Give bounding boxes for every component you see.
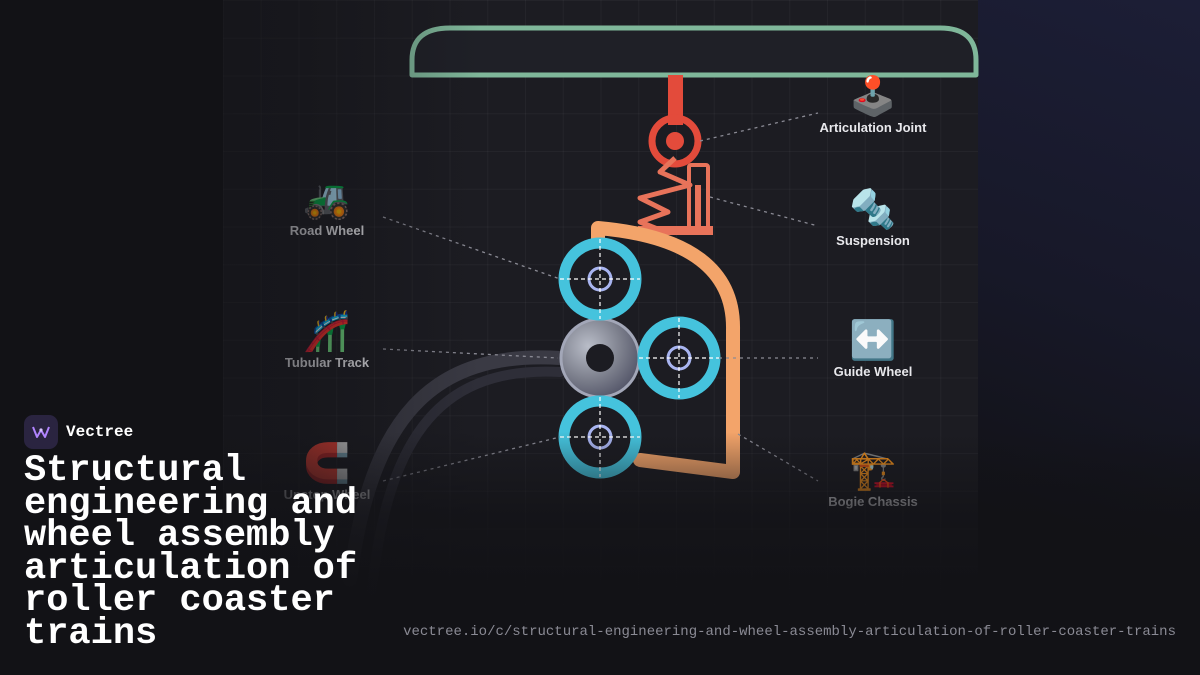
callout-label: Road Wheel — [289, 223, 365, 238]
callout-suspension: 🔩 Suspension — [793, 187, 953, 248]
page-url: vectree.io/c/structural-engineering-and-… — [403, 624, 1176, 640]
callout-road-wheel: 🚜 Road Wheel — [247, 177, 407, 238]
vectree-logo-icon — [24, 415, 58, 449]
car-body — [409, 25, 979, 78]
callout-label: Articulation Joint — [819, 120, 927, 135]
brand-name: Vectree — [66, 423, 134, 441]
guide-wheel — [637, 316, 721, 400]
callout-tubular-track: 🎢 Tubular Track — [247, 309, 407, 370]
articulation-pin — [666, 132, 684, 150]
track-tube-core — [586, 344, 614, 372]
page-title: Structural engineering and wheel assembl… — [24, 450, 358, 655]
left-right-arrow-icon: ↔️ — [849, 318, 897, 362]
callout-bogie-chassis: 🏗️ Bogie Chassis — [793, 448, 953, 509]
leader-road-wheel — [382, 216, 561, 280]
callout-label: Guide Wheel — [833, 364, 913, 379]
joystick-icon: 🕹️ — [849, 74, 897, 118]
callout-guide-wheel: ↔️ Guide Wheel — [793, 318, 953, 379]
roller-coaster-icon: 🎢 — [303, 309, 351, 353]
callout-label: Suspension — [836, 233, 910, 248]
nut-bolt-icon: 🔩 — [849, 187, 897, 231]
brand: Vectree — [24, 415, 133, 449]
callout-articulation-joint: 🕹️ Articulation Joint — [793, 74, 953, 135]
upstop-wheel — [558, 395, 642, 479]
callout-label: Tubular Track — [284, 355, 370, 370]
tractor-icon: 🚜 — [303, 177, 351, 221]
road-wheel — [558, 237, 642, 321]
suspension-spring — [637, 156, 693, 233]
crane-icon: 🏗️ — [849, 448, 897, 492]
callout-label: Bogie Chassis — [828, 494, 918, 509]
